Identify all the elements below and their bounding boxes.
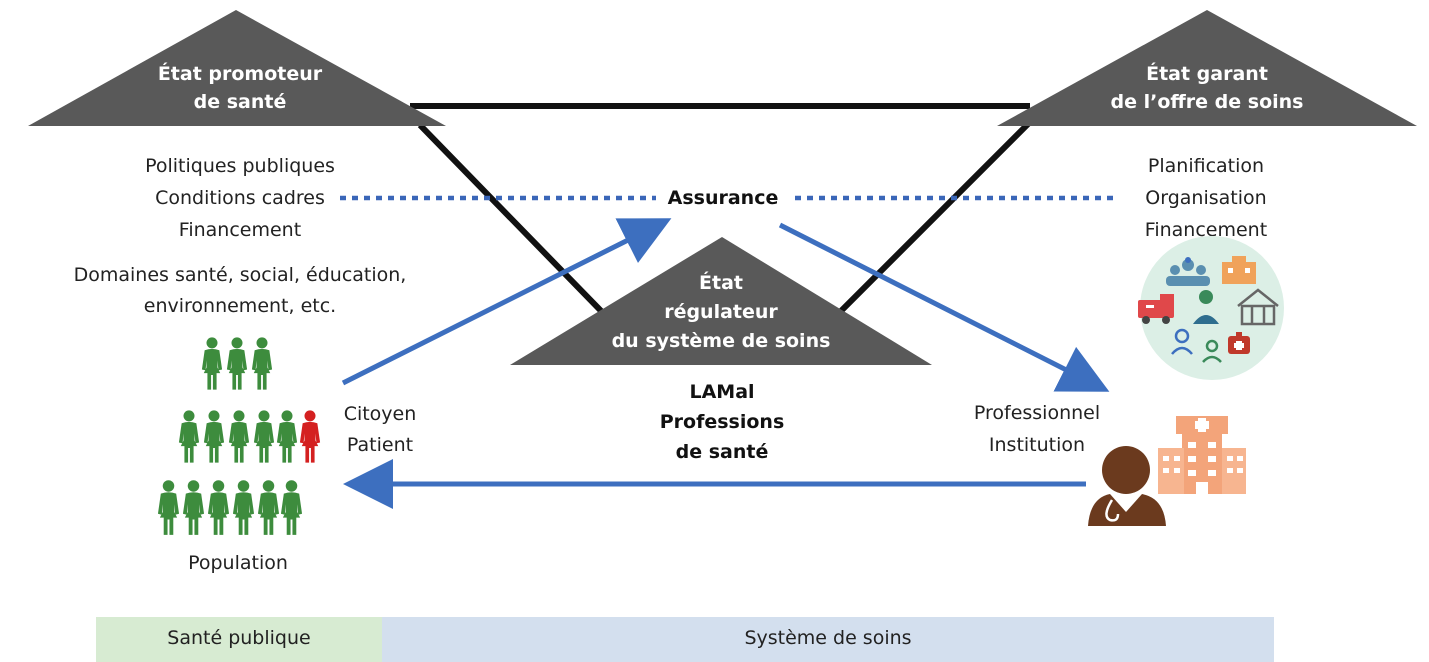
care-team-icon bbox=[1166, 257, 1210, 286]
domains-line-2: environnement, etc. bbox=[144, 295, 336, 317]
regulator-label-3: du système de soins bbox=[612, 330, 831, 352]
triangle-guarantor bbox=[997, 10, 1417, 126]
population-people-icon bbox=[157, 337, 321, 535]
patient-icon bbox=[1171, 328, 1193, 355]
regulator-label-2: régulateur bbox=[664, 301, 778, 323]
population-label: Population bbox=[188, 552, 288, 574]
connector-left bbox=[417, 122, 609, 319]
planning-line-3: Financement bbox=[1145, 219, 1267, 241]
planning-line-1: Planification bbox=[1148, 155, 1264, 177]
lamal-label-2: Professions bbox=[660, 411, 785, 433]
professional-label-2: Institution bbox=[989, 434, 1085, 456]
regulator-label-1: État bbox=[699, 271, 743, 294]
band-public-health bbox=[96, 617, 382, 662]
band-public-health-label: Santé publique bbox=[167, 627, 310, 649]
policies-line-2: Conditions cadres bbox=[155, 187, 325, 209]
nursing-home-icon bbox=[1237, 288, 1279, 326]
first-aid-kit-icon bbox=[1228, 332, 1250, 354]
connector-right bbox=[833, 119, 1033, 319]
guarantor-label-1: État garant bbox=[1146, 62, 1268, 85]
nurse-icon bbox=[1202, 339, 1222, 363]
domains-line-1: Domaines santé, social, éducation, bbox=[74, 264, 407, 286]
promoter-label-2: de santé bbox=[194, 91, 287, 113]
arrow-insurance-to-professional bbox=[778, 222, 1110, 392]
professional-label-1: Professionnel bbox=[974, 402, 1100, 424]
policies-line-3: Financement bbox=[179, 219, 301, 241]
planning-line-2: Organisation bbox=[1145, 187, 1266, 209]
professional-doctor-icon bbox=[1088, 446, 1166, 526]
guarantor-label-2: de l’offre de soins bbox=[1111, 91, 1304, 113]
insurance-label: Assurance bbox=[668, 187, 779, 209]
citizen-label-1: Citoyen bbox=[344, 403, 417, 425]
clinic-building-icon bbox=[1222, 256, 1256, 284]
citizen-label-2: Patient bbox=[347, 434, 413, 456]
doctor-icon bbox=[1193, 290, 1219, 324]
care-services-cluster-icon bbox=[1138, 236, 1284, 380]
triangle-regulator bbox=[510, 237, 932, 365]
band-care-system-label: Système de soins bbox=[744, 627, 911, 649]
arrow-citizen-to-insurance bbox=[341, 218, 672, 386]
policies-line-1: Politiques publiques bbox=[145, 155, 335, 177]
band-care-system bbox=[382, 617, 1274, 662]
promoter-label-1: État promoteur bbox=[158, 62, 323, 85]
patient-person-icon bbox=[299, 410, 321, 463]
lamal-label-1: LAMal bbox=[689, 381, 754, 403]
triangle-promoter bbox=[28, 10, 446, 126]
lamal-label-3: de santé bbox=[676, 441, 769, 463]
institution-hospital-icon bbox=[1158, 416, 1246, 494]
ambulance-icon bbox=[1138, 294, 1174, 324]
